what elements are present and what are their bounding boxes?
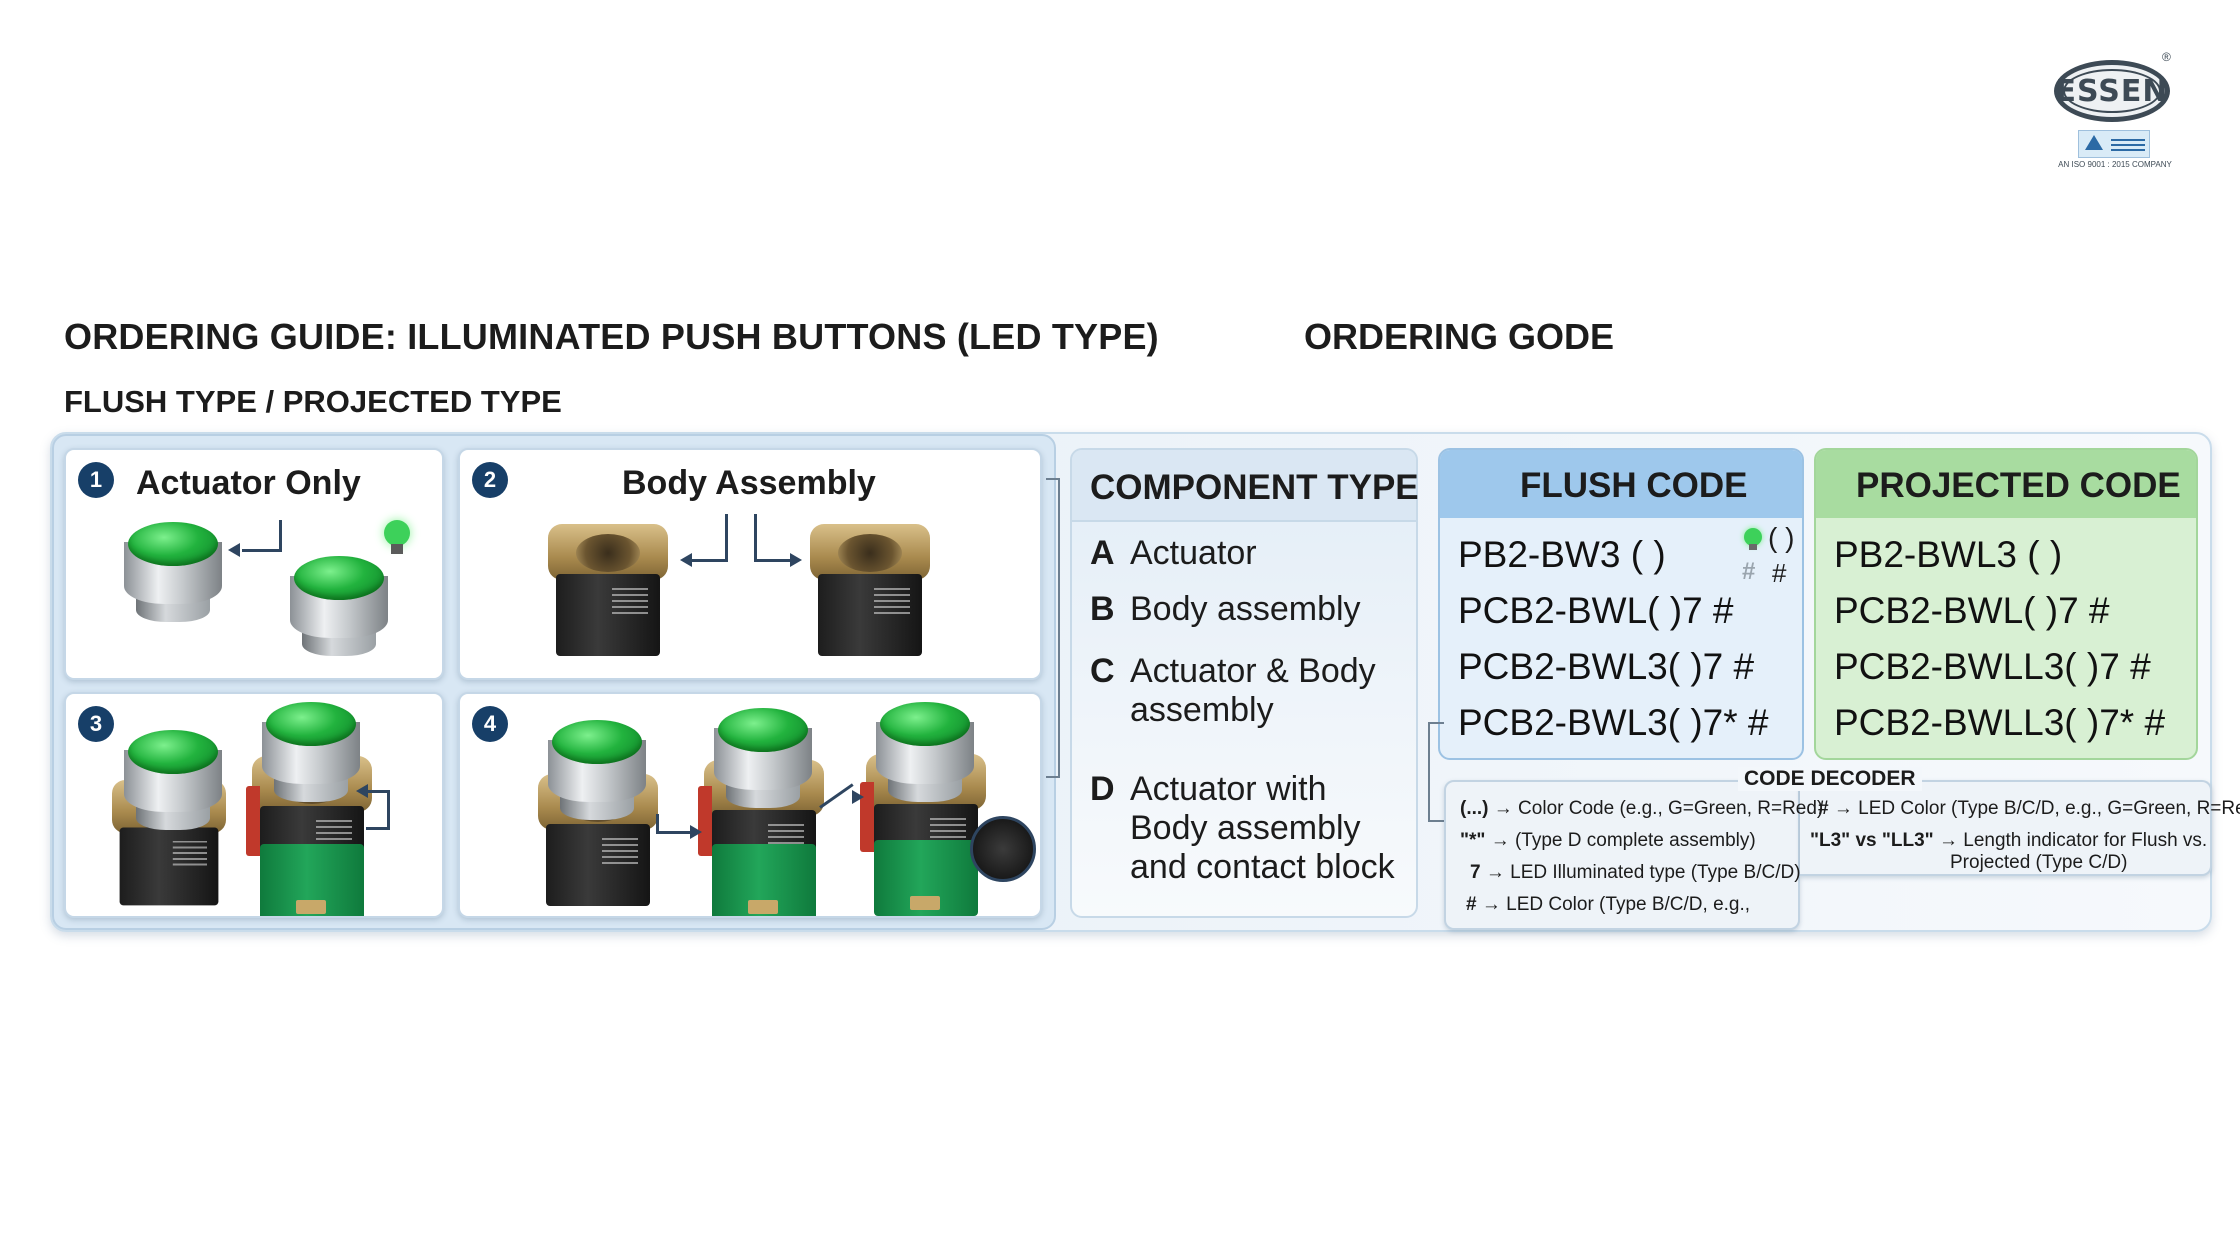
arrow-icon — [242, 520, 282, 552]
flush-code-b: PCB2-BWL( )7 # — [1458, 590, 1734, 631]
card-actuator-only: 1 Actuator Only — [64, 448, 444, 680]
component-type-header — [1072, 450, 1416, 522]
registered-mark: ® — [2162, 50, 2171, 64]
ordering-code-title: ORDERING GODE — [1304, 316, 1615, 357]
decoder-right-item: Projected (Type C/D) — [1950, 852, 2128, 873]
step-number: 1 — [78, 462, 114, 498]
arrow-icon — [692, 514, 728, 562]
logo-cert-line: AN ISO 9001 : 2015 COMPANY — [2058, 160, 2172, 169]
led-bulb-icon — [1744, 528, 1762, 550]
decoder-left-item: "*" → (Type D complete assembly) — [1460, 830, 1756, 851]
page-title: ORDERING GUIDE: ILLUMINATED PUSH BUTTONS… — [64, 316, 1159, 357]
essen-logo: ESSEN ® AN ISO 9001 : 2015 COMPANY — [2050, 50, 2180, 175]
code-decoder-panel-right — [1800, 780, 2212, 876]
card-actuator-body-assembly: 3 — [64, 692, 444, 918]
magnifier-icon — [970, 816, 1036, 882]
step-number: 2 — [472, 462, 508, 498]
decoder-left-item: 7 → LED Illuminated type (Type B/C/D) — [1470, 862, 1801, 883]
contact-block-image — [246, 786, 364, 916]
arrow-icon — [819, 783, 854, 809]
led-bulb-base — [391, 544, 403, 554]
color-code-legend: ( ) — [1768, 522, 1795, 553]
decoder-right-item: # → LED Color (Type B/C/D, e.g., G=Green… — [1818, 798, 2240, 819]
logo-brand: ESSEN — [2055, 73, 2169, 109]
arrow-head-icon — [680, 553, 692, 567]
hash-grey-icon: # — [1742, 558, 1756, 585]
arrow-head-icon — [356, 784, 368, 798]
component-text: Actuator — [1130, 534, 1257, 572]
card-body-assembly: 2 Body Assembly — [458, 448, 1042, 680]
decoder-left-item: # → LED Color (Type B/C/D, e.g., — [1466, 894, 1751, 915]
component-text: Actuator & Body assembly — [1130, 652, 1376, 729]
led-color-legend: # — [1772, 558, 1787, 588]
led-bulb-icon — [384, 520, 410, 546]
card-title: Body Assembly — [622, 464, 876, 502]
contact-block-image — [860, 782, 978, 916]
projected-code-title: PROJECTED CODE — [1856, 466, 2181, 505]
arrow-icon — [366, 790, 390, 830]
projected-code-d: PCB2-BWLL3( )7* # — [1834, 702, 2166, 743]
component-letter: B — [1090, 590, 1115, 628]
logo-oval: ESSEN — [2054, 60, 2170, 122]
card-complete-assembly: 4 — [458, 692, 1042, 918]
arrow-head-icon — [690, 825, 702, 839]
projected-code-header — [1816, 450, 2196, 518]
component-type-panel — [1070, 448, 1418, 918]
connector-line — [1046, 478, 1060, 778]
component-type-title: COMPONENT TYPE — [1090, 468, 1419, 507]
flush-code-a: PB2-BW3 ( ) — [1458, 534, 1666, 575]
code-decoder-panel — [1444, 780, 1800, 930]
arrow-icon — [656, 814, 690, 834]
component-text: Actuator with Body assembly and contact … — [1130, 770, 1395, 886]
contact-block-image — [698, 786, 816, 916]
projected-code-a: PB2-BWL3 ( ) — [1834, 534, 2063, 575]
flush-code-title: FLUSH CODE — [1520, 466, 1748, 505]
flush-code-c: PCB2-BWL3( )7 # — [1458, 646, 1755, 687]
page-subtitle: FLUSH TYPE / PROJECTED TYPE — [64, 384, 562, 419]
code-decoder-title: CODE DECODER — [1738, 767, 1922, 791]
arrow-head-icon — [790, 553, 802, 567]
component-letter: D — [1090, 770, 1115, 808]
projected-code-c: PCB2-BWLL3( )7 # — [1834, 646, 2151, 687]
arrow-icon — [754, 514, 790, 562]
card-title: Actuator Only — [136, 464, 361, 502]
component-letter: A — [1090, 534, 1115, 572]
step-number: 4 — [472, 706, 508, 742]
decoder-left-item: (...) → Color Code (e.g., G=Green, R=Red… — [1460, 798, 1824, 819]
component-text: Body assembly — [1130, 590, 1361, 628]
connector-line — [1428, 722, 1444, 822]
flush-code-d: PCB2-BWL3( )7* # — [1458, 702, 1769, 743]
projected-code-b: PCB2-BWL( )7 # — [1834, 590, 2110, 631]
step-number: 3 — [78, 706, 114, 742]
certification-badge-icon — [2078, 130, 2150, 158]
arrow-head-icon — [228, 543, 240, 557]
component-letter: C — [1090, 652, 1115, 690]
arrow-head-icon — [852, 790, 864, 804]
decoder-right-item: "L3" vs "LL3" → Length indicator for Flu… — [1810, 830, 2208, 851]
flush-code-header — [1440, 450, 1802, 518]
